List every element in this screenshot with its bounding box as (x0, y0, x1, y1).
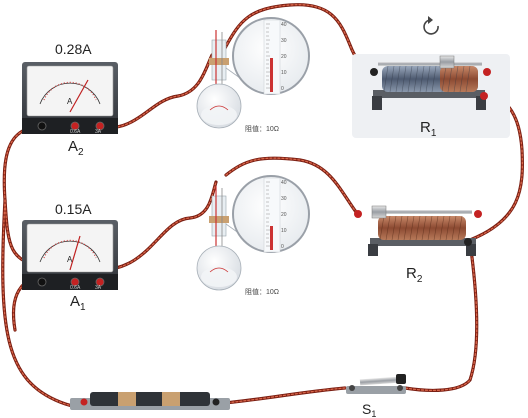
battery[interactable] (70, 392, 230, 410)
ammeter-a2-terminal-3[interactable] (95, 121, 105, 131)
ammeter-a1-terminal-06[interactable] (70, 277, 80, 287)
svg-text:A: A (67, 255, 73, 264)
svg-text:30: 30 (281, 196, 287, 202)
switch-handle[interactable] (396, 374, 406, 384)
ammeter-a1-reading: 0.15A (55, 201, 92, 217)
svg-text:10: 10 (281, 70, 287, 76)
ammeter-a2-terminal-06[interactable] (70, 121, 80, 131)
flask-bottom[interactable]: 阻值：10Ω 40 30 20 10 0 (196, 175, 310, 296)
ammeter-a1-terminal-3[interactable] (95, 277, 105, 287)
rheostat-r1-label: R1 (420, 119, 437, 139)
rheostat-r1-terminal-right[interactable] (483, 68, 491, 76)
svg-text:0: 0 (281, 244, 284, 250)
rheostat-r2-terminal-right[interactable] (474, 210, 482, 218)
rheostat-r1-terminal-bottom[interactable] (480, 92, 488, 100)
ammeter-a1-needle (69, 235, 81, 271)
rheostat-r1-terminal-left[interactable] (370, 68, 378, 76)
ammeter-a2-label: A2 (68, 138, 84, 158)
svg-text:30: 30 (281, 38, 287, 44)
rheostat-r2[interactable]: R2 (354, 205, 482, 285)
svg-text:20: 20 (281, 212, 287, 218)
ammeter-a2-scale-label: 0.6A (70, 129, 81, 135)
switch-s1[interactable]: S1 (346, 374, 406, 418)
ammeter-a1[interactable]: 0.15A A 0.6A 3A A1 (22, 201, 118, 313)
svg-text:20: 20 (281, 54, 287, 60)
switch-label: S1 (362, 401, 376, 418)
rheostat-r1[interactable]: R1 (352, 16, 510, 139)
ammeter-a1-label: A1 (70, 293, 86, 313)
ammeter-a2-reading: 0.28A (55, 41, 92, 57)
ammeter-a1-terminal-neg[interactable] (37, 277, 47, 287)
ammeter-a1-scale2-label: 3A (95, 285, 102, 291)
refresh-icon[interactable] (423, 16, 439, 35)
flask-top-resistance: 阻值：10Ω (245, 124, 279, 133)
thermometer-bottom-ticks: 40 30 20 10 0 (281, 180, 287, 250)
ammeter-a2-needle (69, 79, 89, 113)
rheostat-r2-terminal-bottom[interactable] (464, 238, 472, 246)
svg-text:10: 10 (281, 228, 287, 234)
ammeter-a1-scale-label: 0.6A (70, 285, 81, 291)
svg-text:40: 40 (281, 180, 287, 186)
thermometer-top-ticks: 40 30 20 10 0 (281, 22, 287, 92)
svg-text:40: 40 (281, 22, 287, 28)
battery-terminal-pos[interactable] (80, 398, 88, 406)
flask-top[interactable]: 阻值：10Ω 40 30 20 10 0 (196, 17, 310, 133)
rheostat-r2-slider[interactable] (371, 205, 387, 219)
ammeter-a2-terminal-neg[interactable] (37, 121, 47, 131)
rheostat-r2-label: R2 (406, 265, 423, 285)
rheostat-r2-terminal-left[interactable] (354, 210, 362, 218)
svg-text:A: A (67, 97, 73, 106)
battery-terminal-neg[interactable] (212, 398, 220, 406)
ammeter-a2[interactable]: 0.28A A 0.6A 3A A2 (22, 41, 118, 158)
rheostat-r1-slider[interactable] (439, 55, 455, 69)
flask-bottom-resistance: 阻值：10Ω (245, 287, 279, 296)
ammeter-a2-scale2-label: 3A (95, 129, 102, 135)
svg-text:0: 0 (281, 86, 284, 92)
